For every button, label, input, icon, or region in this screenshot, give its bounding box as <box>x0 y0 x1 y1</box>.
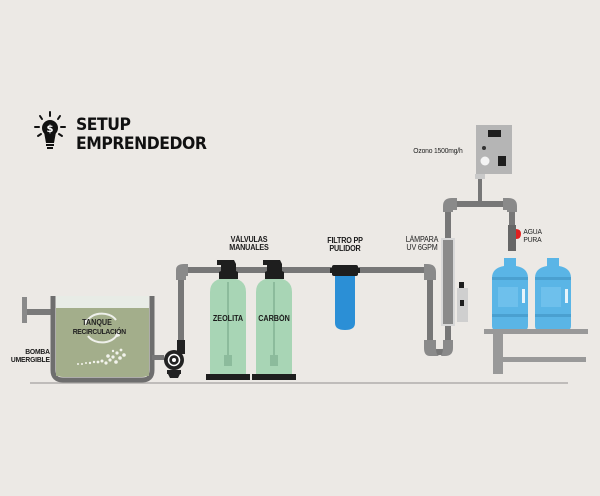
lightbulb-dollar-icon: $ <box>34 111 66 149</box>
title-line-1: SETUP <box>76 115 131 135</box>
valves-label: VÁLVULAS MANUALES <box>225 235 274 253</box>
water-bottle <box>535 258 571 330</box>
upper-pipe <box>443 174 521 251</box>
pump-label: BOMBA UMERGIBLE <box>10 348 50 364</box>
valves-label-line-2: MANUALES <box>229 243 269 253</box>
ozone-label: Ozono 1500mg/h <box>413 146 463 155</box>
tank-label-line-1: TANQUE <box>82 318 112 327</box>
agua-pura-line-2: PURA <box>523 234 542 244</box>
agua-pura-line-1: AGUA <box>523 227 542 236</box>
valve-carbon <box>263 260 284 279</box>
tank-label-line-2: RECIRCULACIÓN <box>72 327 126 336</box>
tap-valve-icon <box>516 229 521 239</box>
recirculation-arrows-icon <box>84 312 120 344</box>
u-bend-pipe <box>424 326 453 356</box>
title-line-2: EMPRENDEDOR <box>76 134 207 154</box>
water-bottle <box>492 258 528 330</box>
pipe-elbows <box>176 264 436 280</box>
valves-label-line-1: VÁLVULAS <box>230 235 268 244</box>
agua-pura-label: AGUA PURA <box>523 228 548 244</box>
uv-lamp <box>441 238 468 326</box>
recirculation-tank <box>50 296 155 383</box>
uv-lamp-label: LÁMPARA UV 6GPM <box>402 235 442 253</box>
bubbles <box>77 348 126 365</box>
carbon-tank <box>252 260 296 380</box>
valve-zeolite <box>217 260 238 279</box>
bottle-table <box>484 329 588 374</box>
svg-text:$: $ <box>47 124 54 135</box>
pp-filter <box>330 265 360 330</box>
uv-label-line-2: UV 6GPM <box>406 243 438 253</box>
pump-label-line-1: BOMBA <box>25 347 50 356</box>
filter-label-line-1: FILTRO PP <box>327 236 363 245</box>
ozone-generator <box>476 125 512 174</box>
filter-label-line-2: PULIDOR <box>329 244 361 254</box>
inlet-pipe <box>22 297 53 323</box>
zeolite-label: ZEOLITA <box>212 314 244 323</box>
pump-label-line-2: UMERGIBLE <box>10 354 50 364</box>
filter-label: FILTRO PP PULIDOR <box>321 236 370 254</box>
carbon-label: CARBÓN <box>258 314 290 323</box>
uv-label-line-1: LÁMPARA <box>405 235 439 244</box>
pump <box>152 340 185 378</box>
tank-label: TANQUE RECIRCULACIÓN <box>72 318 126 336</box>
page-title: SETUP EMPRENDEDOR <box>76 115 207 154</box>
zeolite-tank <box>206 260 250 380</box>
